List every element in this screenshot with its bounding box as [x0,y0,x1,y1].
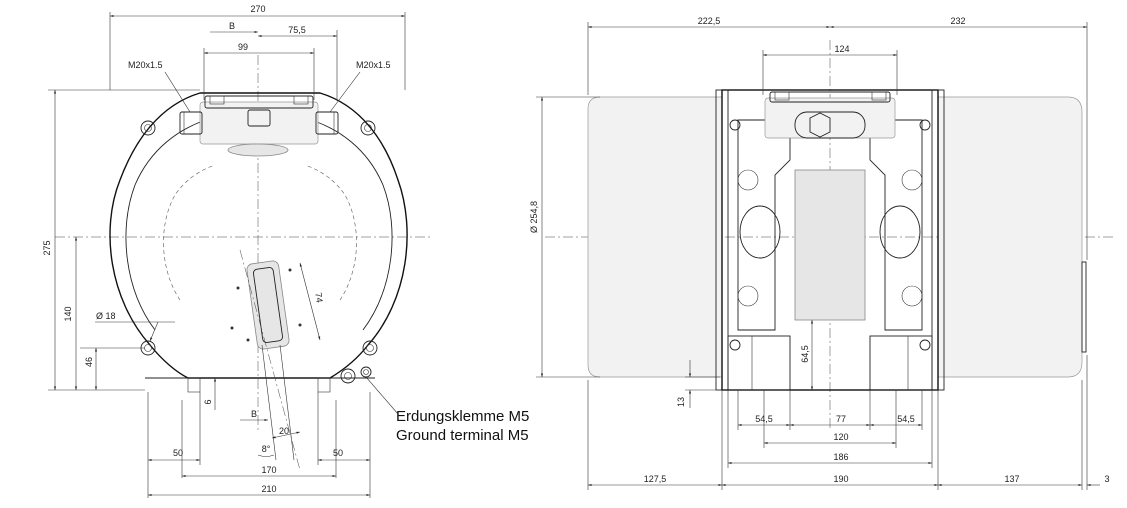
dim-46: 46 [84,357,94,367]
dim-6: 6 [203,399,213,404]
dim-diameter-254-8: Ø 254,8 [529,201,539,233]
dim-120: 120 [833,432,848,442]
dim-222-5: 222,5 [698,16,721,26]
dim-127-5: 127,5 [644,474,667,484]
dim-74: 74 [313,292,324,303]
dim-64-5: 64,5 [800,345,810,363]
dim-137: 137 [1004,474,1019,484]
thread-left-label: M20x1.5 [128,60,163,70]
dim-8-deg: 8° [262,444,271,454]
dim-186: 186 [833,452,848,462]
dim-b-top: B [229,21,235,31]
dim-190: 190 [833,474,848,484]
ground-terminal-label-de: Erdungsklemme M5 [396,408,529,425]
dim-232: 232 [950,16,965,26]
dim-13: 13 [676,397,686,407]
dim-99: 99 [238,42,248,52]
thread-right-label: M20x1.5 [356,60,391,70]
dim-b-bottom: B [251,409,257,419]
dim-50-right: 50 [333,448,343,458]
dim-140: 140 [63,306,73,321]
dim-20: 20 [279,426,289,436]
dim-54-5-right: 54,5 [897,414,915,424]
dim-170: 170 [261,465,276,475]
dim-275: 275 [42,240,52,255]
dim-hole-18: Ø 18 [96,311,116,321]
dim-124: 124 [834,44,849,54]
dim-210: 210 [261,484,276,494]
side-view: 222,5 232 124 Ø 254,8 64,5 13 54,5 77 54… [529,16,1115,490]
ground-terminal-label-en: Ground terminal M5 [396,427,529,444]
dim-77: 77 [836,414,846,424]
dim-50-left: 50 [173,448,183,458]
dim-3: 3 [1104,474,1109,484]
dim-270: 270 [250,4,265,14]
dim-75-5: 75,5 [288,25,306,35]
front-view: 270 B 75,5 99 M20x1.5 M20x1.5 275 140 46 [42,4,529,498]
